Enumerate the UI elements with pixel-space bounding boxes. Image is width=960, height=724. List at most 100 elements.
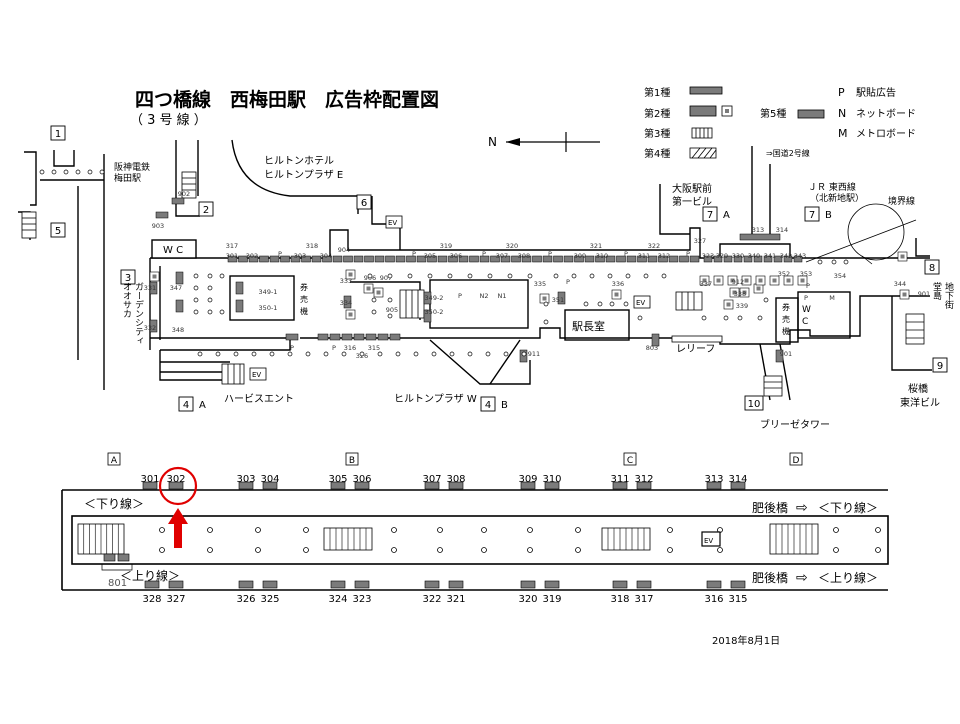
platform-code-bottom-319: 319	[542, 594, 561, 605]
concourse-pillar	[637, 315, 643, 321]
concourse-ad-side	[775, 349, 784, 363]
platform-ad-bottom-326	[238, 580, 254, 589]
concourse-ad-square-fill	[758, 278, 763, 283]
concourse-ad-top	[500, 255, 511, 263]
concourse-code-308: 308	[518, 252, 530, 260]
concourse-ad-top	[637, 255, 647, 263]
label-ogarden-1: オオサカ	[121, 282, 132, 318]
concourse-ad-top	[374, 255, 385, 263]
concourse-ad-top	[679, 255, 689, 263]
concourse-code-314: 314	[776, 226, 788, 234]
platform-code-top-312: 312	[634, 474, 653, 485]
section-label-A: A	[111, 456, 118, 466]
concourse-pillar	[503, 351, 509, 357]
platform-code-bottom-323: 323	[352, 594, 371, 605]
platform-ad-bottom-320	[520, 580, 536, 589]
concourse-ad-top	[395, 255, 406, 263]
platform-pillar	[159, 547, 165, 553]
concourse-code-320: 320	[506, 242, 518, 250]
concourse-pillar	[219, 273, 225, 279]
concourse-code-351: 351	[552, 296, 564, 304]
concourse-code-P: P	[332, 344, 336, 352]
platform-pillar	[159, 527, 165, 533]
platform-ad-top-310	[544, 481, 560, 490]
concourse-pillar	[661, 273, 667, 279]
concourse-pillar	[701, 315, 707, 321]
exit-label-ex10: 10	[748, 399, 761, 410]
concourse-ad-top	[427, 255, 437, 263]
page-title: 四つ橋線 西梅田駅 広告枠配置図	[135, 88, 439, 111]
concourse-pillar	[583, 301, 589, 307]
platform-code-bottom-318: 318	[610, 594, 629, 605]
platform-ad-bottom-319	[544, 580, 560, 589]
concourse-code-P: P	[278, 250, 282, 258]
concourse-ad-top	[227, 255, 238, 263]
exit-box-ex10	[744, 395, 764, 411]
concourse-code-912: 912	[732, 278, 744, 286]
concourse-pillar	[323, 351, 329, 357]
concourse-code-313: 313	[752, 226, 764, 234]
platform-pillar	[437, 547, 443, 553]
concourse-ad-bottom	[389, 333, 401, 341]
ticket-label-5: 売	[782, 314, 790, 324]
concourse-pillar	[831, 259, 837, 265]
platform-higobashi-down: 肥後橋	[752, 501, 788, 515]
platform-pillar	[303, 527, 309, 533]
concourse-ad-square-fill	[730, 278, 735, 283]
concourse-pillar	[643, 273, 649, 279]
platform-pillar	[437, 527, 443, 533]
platform-ad-top-302	[168, 481, 184, 490]
concourse-pillar	[193, 273, 199, 279]
concourse-ad-square-fill	[702, 278, 707, 283]
concourse-ad-top	[574, 255, 584, 263]
exit-label-ex4b: 4	[485, 400, 491, 411]
concourse-code-334: 334	[340, 299, 352, 307]
platform-arrow-down: ⇨	[796, 500, 808, 516]
concourse-pillar	[589, 273, 595, 279]
legend-m: M	[838, 127, 848, 140]
concourse-code-317: 317	[226, 242, 238, 250]
concourse-pillar	[377, 351, 383, 357]
legend: 第1種 第2種 第3種 第4種 第5種 P 駅貼広告 N ネットボード M メト…	[644, 86, 916, 160]
ev-label-4: EV	[252, 371, 261, 379]
label-herbis: ハービスエント	[224, 393, 294, 405]
concourse-code-352: 352	[778, 270, 790, 278]
concourse-code-342: 342	[780, 252, 792, 260]
concourse-code-339: 339	[736, 302, 748, 310]
concourse-pillar	[371, 309, 377, 315]
concourse-ad-bottom	[329, 333, 341, 341]
exit-box-ex9	[932, 357, 948, 373]
concourse-ad-side	[423, 291, 432, 305]
exit-box-ex2	[198, 201, 214, 217]
concourse-code-309: 309	[574, 252, 586, 260]
place-labels: 阪神電鉄 梅田駅 ヒルトンホテル ヒルトンプラザ E 大阪駅前 第一ビル ＪＲ …	[114, 148, 954, 431]
concourse-ad-top	[437, 255, 448, 263]
concourse-ad-top	[605, 255, 616, 263]
concourse-pillar	[387, 313, 393, 319]
section-box-B	[345, 452, 359, 466]
concourse-pillar	[625, 273, 631, 279]
concourse-pillar	[449, 351, 455, 357]
concourse-code-316: 316	[344, 344, 356, 352]
concourse-code-304: 304	[320, 252, 332, 260]
relief-label: レリーフ	[676, 344, 715, 355]
platform-arrow-up: ⇨	[796, 570, 808, 586]
concourse-code-354: 354	[834, 272, 846, 280]
concourse-ad-top	[290, 255, 301, 263]
concourse-pillar	[447, 273, 453, 279]
section-label-B: B	[349, 456, 355, 466]
platform-up-label-right: ＜上り線＞	[818, 570, 878, 585]
concourse-ad-square-fill	[732, 290, 737, 295]
concourse-pillar	[553, 273, 559, 279]
concourse-ad-top	[259, 255, 269, 263]
concourse-code-310: 310	[596, 252, 608, 260]
legend-n: N	[838, 107, 846, 120]
section-box-D	[789, 452, 803, 466]
concourse-ad-top-east	[753, 255, 763, 263]
concourse-ad-top	[479, 255, 490, 263]
platform-pillar	[207, 547, 213, 553]
concourse-code-901: 901	[918, 290, 930, 298]
concourse-code-335: 335	[534, 280, 546, 288]
platform-pillar	[575, 527, 581, 533]
exit-box-ex7a	[702, 206, 718, 222]
